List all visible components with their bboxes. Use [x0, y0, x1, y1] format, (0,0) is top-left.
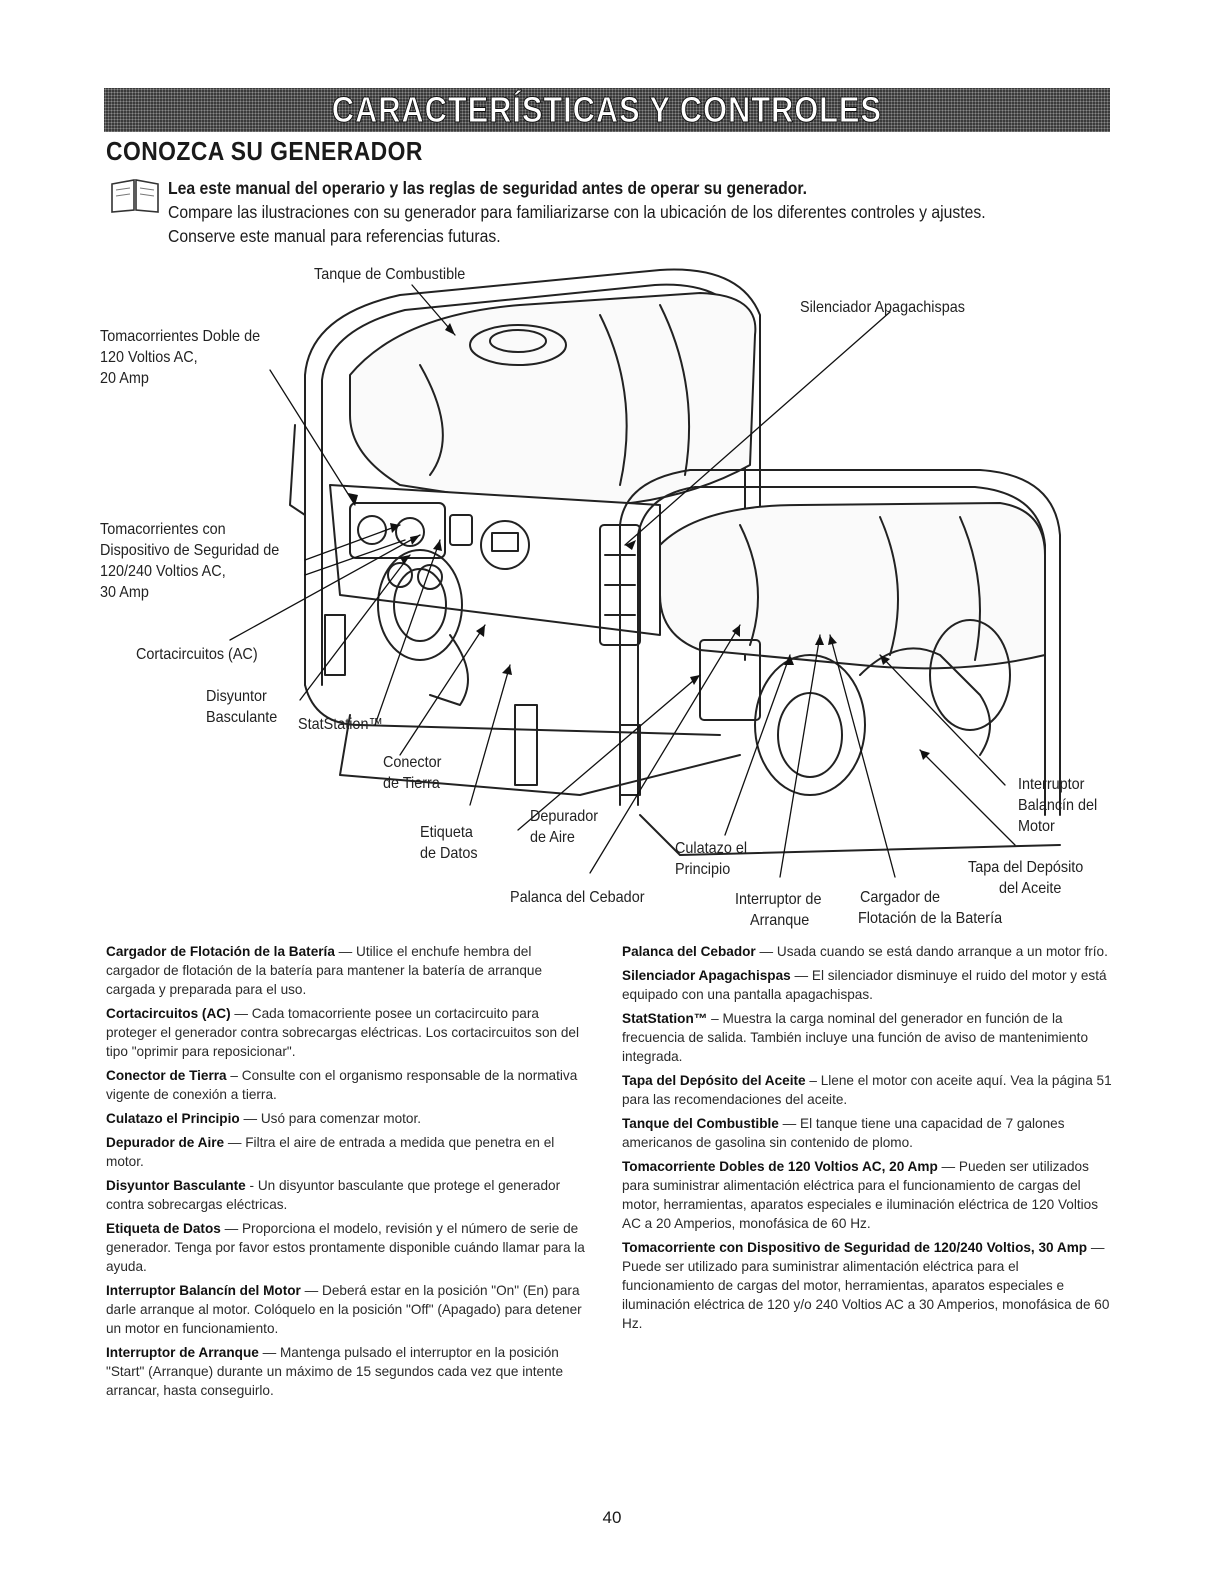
intro-line-2: Conserve este manual para referencias fu… — [168, 226, 501, 246]
label-engine-switch-line3: Motor — [1018, 818, 1055, 835]
label-outlet-120-line3: 20 Amp — [100, 370, 149, 387]
label-outlet-240-line3: 120/240 Voltios AC, — [100, 563, 226, 580]
label-air-cleaner-line2: de Aire — [530, 829, 575, 846]
section-banner: CARACTERÍSTICAS Y CONTROLES — [104, 88, 1110, 132]
label-start-switch-line1: Interruptor de — [735, 891, 822, 908]
description-entry: Tanque del Combustible — El tanque tiene… — [622, 1116, 1065, 1150]
label-charger-line2: Flotación de la Batería — [858, 910, 1003, 927]
label-charger-line1: Cargador de — [860, 889, 941, 906]
descriptions-left-column: Cargador de Flotación de la Batería — Ut… — [106, 942, 586, 1405]
label-toggle-line1: Disyuntor — [206, 688, 267, 705]
label-outlet-240-line4: 30 Amp — [100, 584, 149, 601]
descriptions-right-column: Palanca del Cebador — Usada cuando se es… — [622, 942, 1112, 1338]
label-outlet-240-line2: Dispositivo de Seguridad de — [100, 542, 280, 559]
label-ground-line2: de Tierra — [383, 775, 440, 792]
label-data-label-line2: de Datos — [420, 845, 478, 862]
description-entry: StatStation™ – Muestra la carga nominal … — [622, 1011, 1089, 1064]
page-title: CONOZCA SU GENERADOR — [106, 136, 423, 166]
description-entry: Tapa del Depósito del Aceite – Llene el … — [622, 1073, 1112, 1107]
label-data-label-line1: Etiqueta — [420, 824, 473, 841]
description-entry: Disyuntor Basculante - Un disyuntor basc… — [106, 1178, 561, 1212]
label-oil-cap-line1: Tapa del Depósito — [968, 859, 1084, 876]
description-entry: Cortacircuitos (AC) — Cada tomacorriente… — [106, 1006, 580, 1059]
label-oil-cap-line2: del Aceite — [999, 880, 1062, 897]
label-engine-switch-line2: Balancín del — [1018, 797, 1098, 814]
description-entry: Conector de Tierra – Consulte con el org… — [106, 1068, 578, 1102]
label-start-switch-line2: Arranque — [750, 912, 810, 929]
intro-warning: Lea este manual del operario y las regla… — [168, 178, 807, 198]
generator-illustration: Tanque de Combustible Tomacorrientes Dob… — [100, 255, 1124, 945]
label-toggle-line2: Basculante — [206, 709, 278, 726]
label-choke: Palanca del Cebador — [510, 889, 645, 906]
label-outlet-120-line2: 120 Voltios AC, — [100, 349, 198, 366]
label-outlet-240-line1: Tomacorrientes con — [100, 521, 226, 538]
manual-book-icon — [111, 179, 159, 213]
label-outlet-120-line1: Tomacorrientes Doble de — [100, 328, 261, 345]
label-statstation: StatStation™ — [298, 716, 383, 733]
description-entry: Silenciador Apagachispas — El silenciado… — [622, 968, 1107, 1002]
description-entry: Etiqueta de Datos — Proporciona el model… — [106, 1221, 585, 1274]
label-muffler: Silenciador Apagachispas — [800, 299, 965, 316]
description-entry: Interruptor Balancín del Motor — Deberá … — [106, 1283, 582, 1336]
label-fuel-tank: Tanque de Combustible — [314, 266, 466, 283]
description-entry: Tomacorriente con Dispositivo de Segurid… — [622, 1240, 1110, 1331]
description-entry: Cargador de Flotación de la Batería — Ut… — [106, 944, 543, 997]
banner-title: CARACTERÍSTICAS Y CONTROLES — [331, 89, 883, 131]
generator-drawing — [229, 268, 1061, 878]
description-entry: Culatazo el Principio — Usó para comenza… — [106, 1111, 422, 1126]
label-breakers: Cortacircuitos (AC) — [136, 646, 258, 663]
intro-text: Lea este manual del operario y las regla… — [168, 176, 1128, 248]
description-entry: Tomacorriente Dobles de 120 Voltios AC, … — [622, 1159, 1099, 1231]
description-entry: Palanca del Cebador — Usada cuando se es… — [622, 944, 1108, 959]
description-entry: Interruptor de Arranque — Mantenga pulsa… — [106, 1345, 564, 1398]
label-engine-switch-line1: Interruptor — [1018, 776, 1085, 793]
intro-line-1: Compare las ilustraciones con su generad… — [168, 202, 986, 222]
description-entry: Depurador de Aire — Filtra el aire de en… — [106, 1135, 555, 1169]
label-recoil-line2: Principio — [675, 861, 731, 878]
label-air-cleaner-line1: Depurador — [530, 808, 599, 825]
label-ground-line1: Conector — [383, 754, 442, 771]
label-recoil-line1: Culatazo el — [675, 840, 748, 857]
page-number: 40 — [602, 1508, 622, 1527]
